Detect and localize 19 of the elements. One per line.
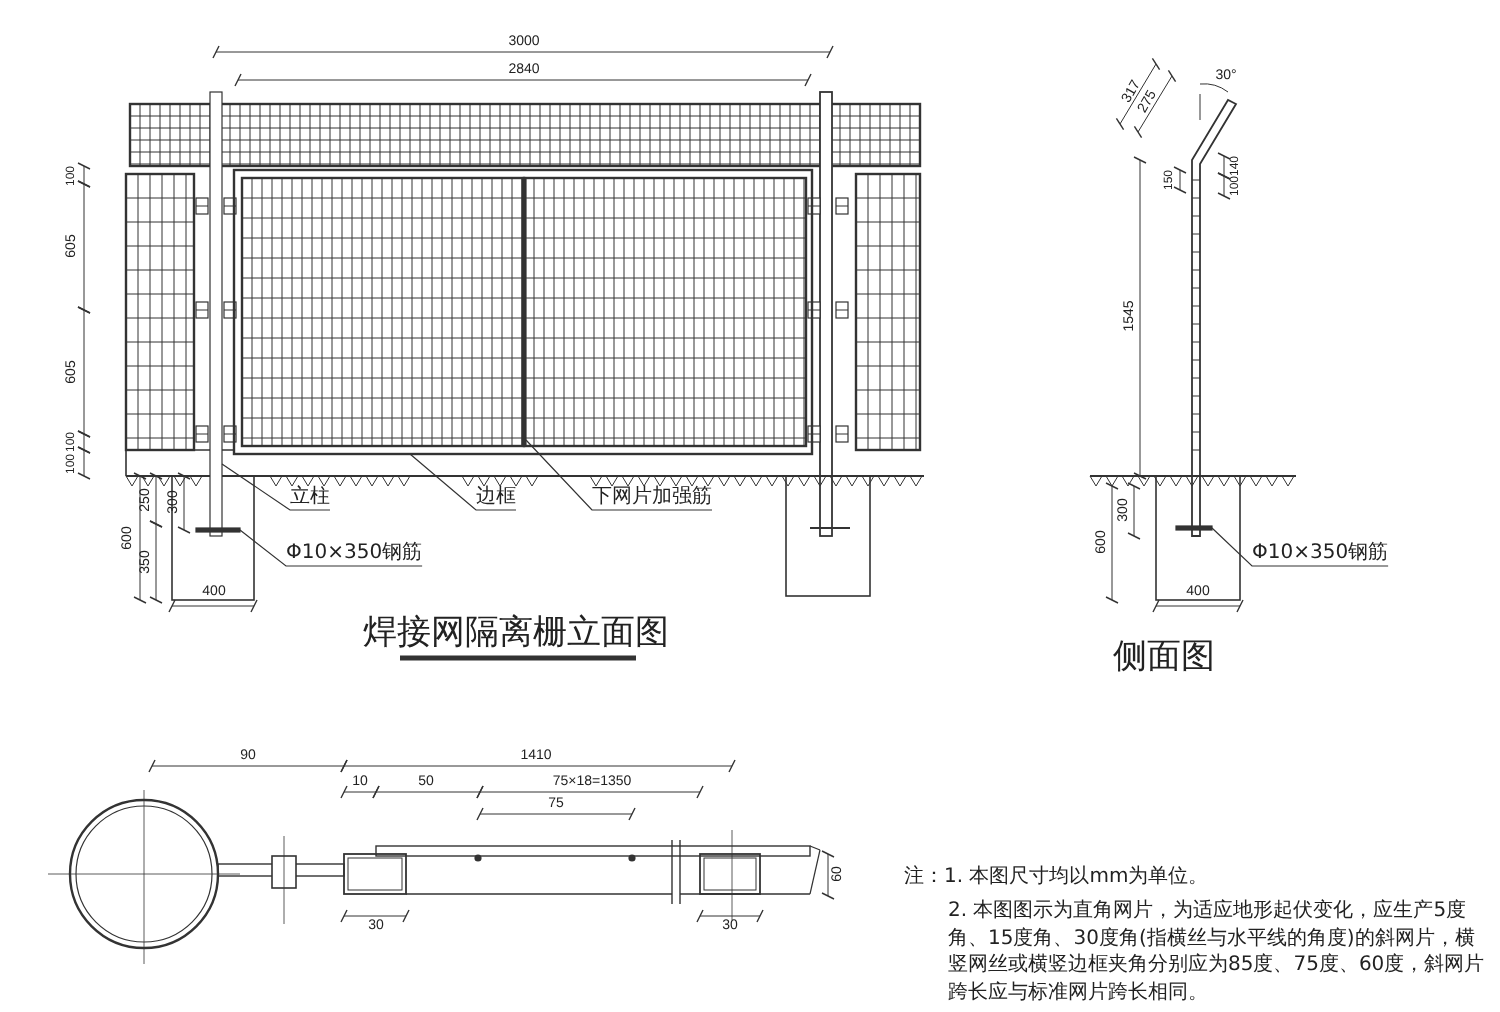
leader-line bbox=[239, 529, 423, 567]
rebar bbox=[1175, 525, 1213, 531]
drawing-title: 焊接网隔离栅立面图 bbox=[363, 617, 669, 651]
part-label: 边框 bbox=[476, 486, 516, 508]
leader-line bbox=[409, 453, 517, 511]
part-label: 立柱 bbox=[290, 486, 330, 508]
part-label: Φ10×350钢筋 bbox=[286, 542, 423, 564]
fence-post bbox=[209, 91, 223, 537]
note-text: 2. 本图图示为直角网片，为适应地形起伏变化，应生产5度角、15度角、30度角(指横丝与水平线的角度)的斜网片，横竖网丝或横竖边框夹角分别应为85度、75度、60度，斜网片跨长应与标准网片跨长相同。 bbox=[948, 898, 1487, 1006]
stiffener-bar bbox=[521, 177, 527, 447]
rebar bbox=[195, 527, 241, 533]
panel-frame bbox=[232, 168, 814, 456]
leader-line bbox=[221, 463, 331, 511]
leader-line bbox=[525, 439, 713, 511]
leader-line bbox=[1211, 527, 1389, 567]
note-text: 注：1. 本图尺寸均以mm为单位。 bbox=[904, 868, 1209, 888]
part-label: Φ10×350钢筋 bbox=[1252, 542, 1389, 564]
part-label: 下网片加强筋 bbox=[592, 486, 712, 508]
drawing-title: 侧面图 bbox=[1113, 641, 1215, 675]
